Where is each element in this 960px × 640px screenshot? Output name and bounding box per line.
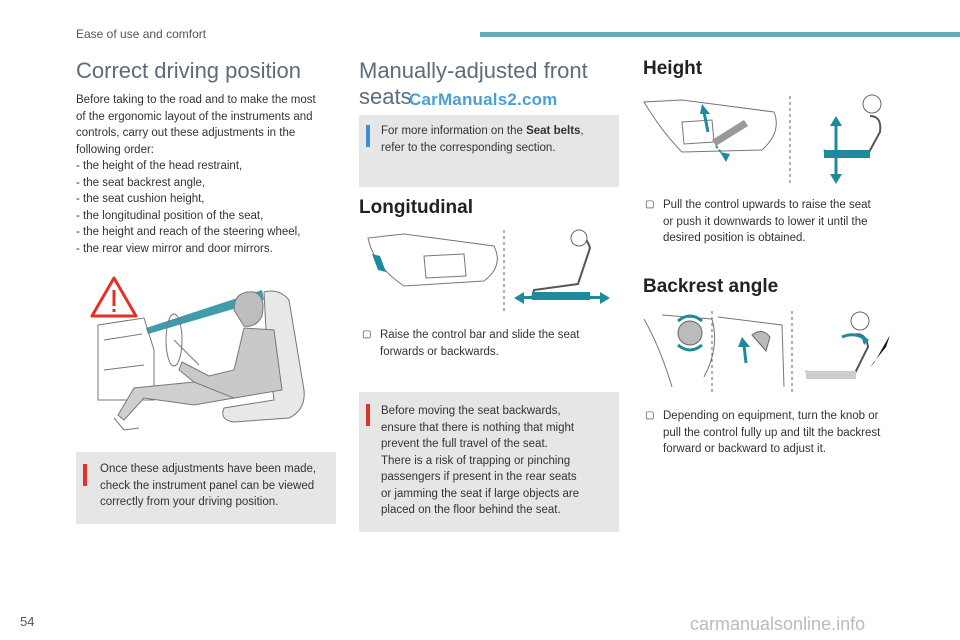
intro-line: - the height and reach of the steering w… bbox=[76, 226, 301, 238]
intro-text: Before taking to the road and to make th… bbox=[76, 92, 346, 257]
info-text: For more information on the bbox=[381, 125, 527, 137]
step-line: forward or backward to adjust it. bbox=[663, 443, 826, 455]
step-line: Raise the control bar and slide the seat bbox=[380, 329, 580, 341]
arrow-bullet-icon: ▢ bbox=[645, 410, 655, 421]
warning-line: correctly from your driving position. bbox=[100, 496, 279, 508]
arrow-bullet-icon: ▢ bbox=[645, 199, 655, 210]
step-line: or push it downwards to lower it until t… bbox=[663, 215, 868, 228]
height-illustration bbox=[642, 92, 892, 188]
warning-line: ensure that there is nothing that might bbox=[381, 421, 575, 434]
warning-note-seat: Before moving the seat backwards, ensure… bbox=[359, 392, 619, 532]
step-line: pull the control fully up and tilt the b… bbox=[663, 426, 881, 439]
intro-line: - the seat backrest angle, bbox=[76, 176, 206, 189]
height-step: ▢ Pull the control upwards to raise the … bbox=[645, 197, 900, 247]
warning-line: check the instrument panel can be viewed bbox=[100, 479, 315, 492]
intro-line: - the longitudinal position of the seat, bbox=[76, 209, 264, 222]
footer-watermark: carmanualsonline.info bbox=[690, 614, 866, 634]
warning-note: Once these adjustments have been made, c… bbox=[76, 452, 336, 524]
intro-line: of the ergonomic layout of the instrumen… bbox=[76, 110, 313, 123]
warning-line: or jamming the seat if large objects are bbox=[381, 487, 580, 500]
warning-mark-icon bbox=[83, 464, 87, 486]
page-number: 54 bbox=[20, 614, 35, 629]
step-line: forwards or backwards. bbox=[380, 345, 499, 358]
seats-title-line1: Manually-adjusted front bbox=[359, 58, 588, 83]
section-title: Ease of use and comfort bbox=[76, 27, 207, 41]
intro-line: Before taking to the road and to make th… bbox=[76, 94, 316, 106]
info-line-1: For more information on the Seat belts, bbox=[381, 123, 613, 140]
warning-mark-icon bbox=[366, 404, 370, 426]
intro-line: - the seat cushion height, bbox=[76, 193, 205, 205]
longitudinal-illustration bbox=[364, 226, 614, 318]
warning-line: There is a risk of trapping or pinching bbox=[381, 454, 571, 467]
intro-line: - the rear view mirror and door mirrors. bbox=[76, 242, 273, 255]
backrest-step: ▢ Depending on equipment, turn the knob … bbox=[645, 408, 905, 458]
info-text: , bbox=[580, 125, 584, 137]
seats-title-line2: seats bbox=[359, 84, 412, 109]
warning-triangle-icon bbox=[90, 276, 138, 318]
warning-line: placed on the floor behind the seat. bbox=[381, 504, 561, 516]
intro-line: - the height of the head restraint, bbox=[76, 160, 243, 172]
backrest-heading: Backrest angle bbox=[643, 276, 779, 297]
intro-line: controls, carry out these adjustments in… bbox=[76, 127, 296, 139]
warning-line: Once these adjustments have been made, bbox=[100, 463, 317, 475]
height-heading: Height bbox=[643, 58, 703, 79]
watermark-logo: CarManuals2.com bbox=[409, 90, 558, 109]
longitudinal-heading: Longitudinal bbox=[359, 197, 473, 218]
step-line: Depending on equipment, turn the knob or bbox=[663, 410, 879, 422]
warning-line: Before moving the seat backwards, bbox=[381, 405, 561, 417]
longitudinal-step: ▢ Raise the control bar and slide the se… bbox=[362, 327, 617, 360]
header-accent-bar bbox=[480, 32, 960, 37]
seat-belts-ref: Seat belts bbox=[526, 125, 581, 137]
intro-line: following order: bbox=[76, 143, 154, 156]
step-line: Pull the control upwards to raise the se… bbox=[663, 199, 871, 211]
section-title-seats: Manually-adjusted front seats bbox=[359, 58, 588, 110]
driving-position-illustration bbox=[84, 270, 334, 445]
backrest-illustration bbox=[642, 307, 892, 399]
info-line-2: refer to the corresponding section. bbox=[381, 141, 556, 154]
arrow-bullet-icon: ▢ bbox=[362, 329, 372, 340]
warning-line: passengers if present in the rear seats bbox=[381, 471, 577, 483]
info-note: For more information on the Seat belts, … bbox=[359, 115, 619, 187]
page-title: Correct driving position bbox=[76, 58, 301, 83]
warning-line: prevent the full travel of the seat. bbox=[381, 438, 548, 450]
info-mark-icon bbox=[366, 125, 370, 147]
step-line: desired position is obtained. bbox=[663, 232, 806, 244]
